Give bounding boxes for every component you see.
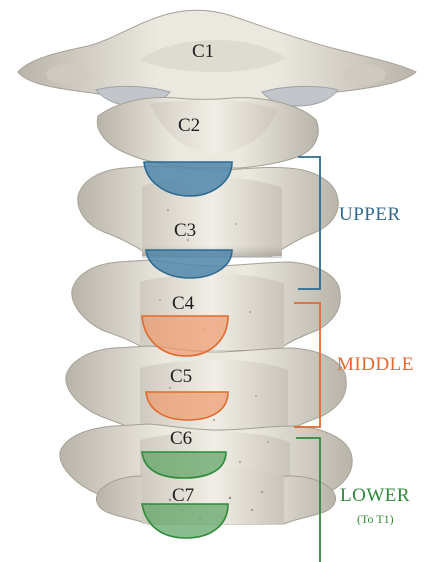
label-c6: C6 xyxy=(170,428,192,449)
label-c7: C7 xyxy=(172,485,194,506)
group-label-upper: UPPER xyxy=(339,204,401,225)
vertebra-c1 xyxy=(18,10,416,107)
label-c1: C1 xyxy=(192,41,214,62)
group-label-middle: MIDDLE xyxy=(337,354,414,375)
group-label-lower: LOWER xyxy=(340,485,410,506)
label-c3: C3 xyxy=(174,220,196,241)
vertebra-c5 xyxy=(66,346,346,434)
vertebra-c2 xyxy=(97,98,318,168)
disc-c7-t1 xyxy=(142,504,228,538)
label-c4: C4 xyxy=(172,293,195,314)
group-sublabel-lower: (To T1) xyxy=(357,512,394,526)
label-c2: C2 xyxy=(178,115,200,136)
label-c5: C5 xyxy=(170,366,192,387)
